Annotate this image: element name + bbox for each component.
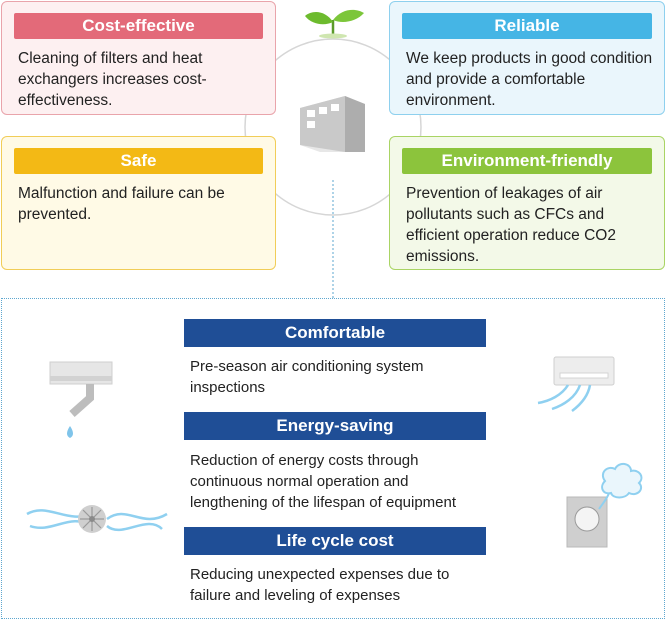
- environment-friendly-text: Prevention of leakages of air pollutants…: [406, 185, 616, 265]
- co2-cloud-icon: [566, 463, 643, 548]
- center-graphic: [244, 9, 422, 298]
- life-cycle-cost-title: Life cycle cost: [184, 527, 486, 555]
- leaking-ac-icon: [49, 361, 113, 438]
- cost-effective-text: Cleaning of filters and heat exchangers …: [18, 50, 207, 109]
- wall-ac-icon: [537, 356, 615, 412]
- center-circle: [244, 38, 422, 216]
- environment-friendly-card: Environment-friendly Prevention of leaka…: [389, 136, 665, 270]
- safe-text: Malfunction and failure can be prevented…: [18, 185, 225, 223]
- energy-saving-text: Reduction of energy costs through contin…: [190, 452, 457, 511]
- sprout-icon: [305, 9, 364, 39]
- reliable-card: Reliable We keep products in good condit…: [389, 1, 665, 115]
- cost-effective-title: Cost-effective: [14, 13, 263, 39]
- benefits-panel: Comfortable Pre-season air conditioning …: [1, 298, 665, 619]
- reliable-text: We keep products in good condition and p…: [406, 50, 653, 109]
- environment-friendly-title: Environment-friendly: [402, 148, 652, 174]
- fan-icon: [26, 505, 168, 533]
- life-cycle-cost-text: Reducing unexpected expenses due to fail…: [190, 566, 450, 604]
- energy-saving-title: Energy-saving: [184, 412, 486, 440]
- cost-effective-card: Cost-effective Cleaning of filters and h…: [1, 1, 276, 115]
- comfortable-text: Pre-season air conditioning system inspe…: [190, 358, 424, 396]
- safe-card: Safe Malfunction and failure can be prev…: [1, 136, 276, 270]
- reliable-title: Reliable: [402, 13, 652, 39]
- comfortable-title: Comfortable: [184, 319, 486, 347]
- building-icon: [300, 96, 365, 152]
- safe-title: Safe: [14, 148, 263, 174]
